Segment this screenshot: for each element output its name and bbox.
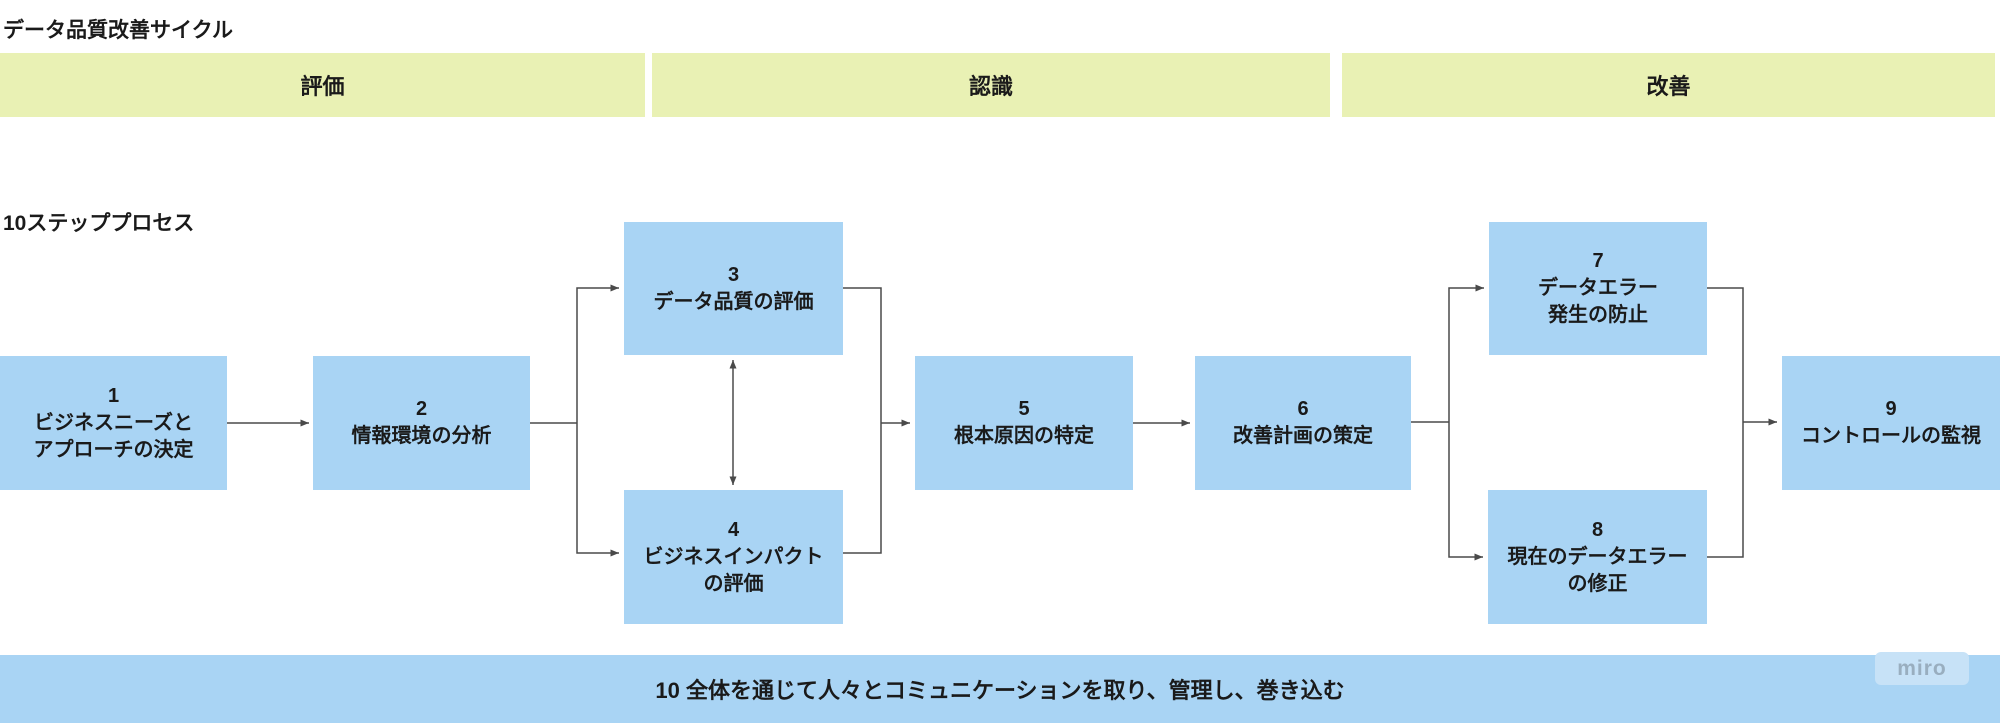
step-box-9[interactable]: 9 コントロールの監視 [1782,356,2000,490]
step-label: コントロールの監視 [1801,425,1981,447]
phase-bar-improvement[interactable]: 改善 [1342,53,1995,117]
connector-4-merge [843,423,882,554]
step-number: 8 [1591,518,1604,541]
step-label: ビジネスインパクト の評価 [643,545,824,595]
connector-split-8 [1448,422,1483,561]
step-box-4[interactable]: 4 ビジネスインパクト の評価 [624,490,843,624]
connector-split-7 [1448,284,1484,422]
step-10-label: 10 全体を通じて人々とコミュニケーションを取り、管理し、巻き込む [655,678,1345,703]
board-title[interactable]: データ品質改善サイクル [3,19,233,42]
step-label: データ品質の評価 [653,290,814,313]
step-box-2[interactable]: 2 情報環境の分析 [313,356,530,490]
step-label: 情報環境の分析 [351,425,492,447]
step-label: ビジネスニーズと アプローチの決定 [33,411,194,461]
phase-label-awareness: 認識 [968,74,1013,99]
step-number: 1 [107,384,120,407]
step-label: 根本原因の特定 [954,425,1094,447]
step-number: 3 [727,263,740,286]
step-box-7[interactable]: 7 データエラー 発生の防止 [1489,222,1707,355]
phase-bar-awareness[interactable]: 認識 [652,53,1330,117]
step-box-3[interactable]: 3 データ品質の評価 [624,222,843,355]
step-box-5[interactable]: 5 根本原因の特定 [915,356,1133,490]
process-title[interactable]: 10ステッププロセス [3,212,195,235]
connector-3-merge [843,287,882,423]
step-label: 改善計画の策定 [1233,425,1373,447]
phase-bar-assessment[interactable]: 評価 [0,53,645,117]
step-number: 5 [1018,398,1030,420]
step-10-bar[interactable]: 10 全体を通じて人々とコミュニケーションを取り、管理し、巻き込む [0,655,2000,723]
miro-logo-text: miro [1897,656,1947,680]
step-number: 4 [727,518,740,541]
step-label: データエラー 発生の防止 [1538,277,1658,326]
step-box-6[interactable]: 6 改善計画の策定 [1195,356,1411,490]
connector-split-3 [576,284,619,423]
step-box-8[interactable]: 8 現在のデータエラー の修正 [1488,490,1707,624]
step-number: 7 [1592,250,1604,272]
connector-8-merge [1707,422,1744,558]
connector-7-merge [1707,287,1744,422]
miro-watermark[interactable]: miro [1875,652,1969,685]
phase-label-improvement: 改善 [1646,74,1691,99]
connector-split-4 [576,423,619,557]
step-number: 2 [415,398,428,420]
step-label: 現在のデータエラー の修正 [1507,545,1688,595]
step-box-1[interactable]: 1 ビジネスニーズと アプローチの決定 [0,356,227,490]
phase-label-assessment: 評価 [300,74,345,99]
step-number: 9 [1885,398,1897,420]
step-number: 6 [1297,398,1309,420]
